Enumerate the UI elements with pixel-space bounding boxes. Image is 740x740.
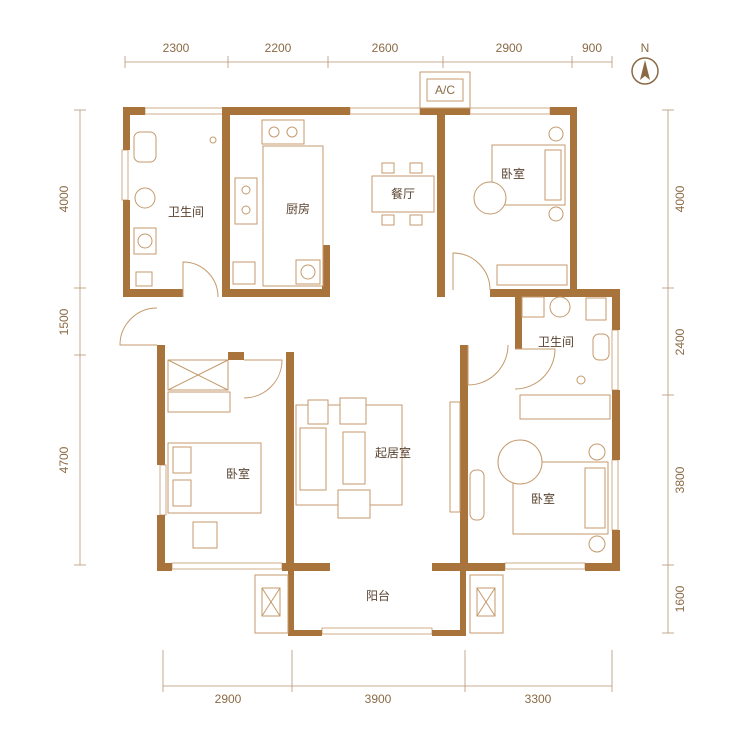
dining-table <box>371 162 435 226</box>
dim-right-2: 2400 <box>673 328 687 355</box>
dim-top-3: 2600 <box>372 41 399 55</box>
dim-left-3: 4700 <box>57 446 71 473</box>
room-label-bathroom-2: 卫生间 <box>538 335 574 349</box>
dim-top-1: 2300 <box>163 41 190 55</box>
compass-label: N <box>641 41 650 55</box>
room-label-kitchen: 厨房 <box>286 201 310 216</box>
balcony-ac-units <box>254 574 504 634</box>
dim-bottom-3: 3300 <box>525 692 552 706</box>
room-label-dining: 餐厅 <box>391 186 415 201</box>
bedroom-ne-furniture <box>473 126 568 286</box>
dim-top-2: 2200 <box>265 41 292 55</box>
doors <box>119 252 556 399</box>
dim-bottom-1: 2900 <box>215 692 242 706</box>
dim-right-3: 3800 <box>673 466 687 493</box>
dim-bottom-2: 3900 <box>365 692 392 706</box>
room-label-balcony: 阳台 <box>366 588 390 603</box>
bathroom-1-fixtures <box>133 131 217 287</box>
kitchen-fixtures <box>232 119 324 287</box>
walls <box>123 107 620 636</box>
dim-left-2: 1500 <box>57 308 71 335</box>
dim-left-1: 4000 <box>57 185 71 212</box>
ac-label: A/C <box>435 83 455 97</box>
dim-top-4: 2900 <box>496 41 523 55</box>
dim-right-1: 4000 <box>673 185 687 212</box>
dim-right-4: 1600 <box>673 585 687 612</box>
room-label-bedroom-ne: 卧室 <box>501 166 525 181</box>
room-label-bedroom-w: 卧室 <box>226 466 250 481</box>
living-room-furniture <box>295 397 461 519</box>
bedroom-se-furniture <box>469 439 609 553</box>
room-label-living: 起居室 <box>375 445 411 460</box>
dimension-lines <box>74 56 674 692</box>
ac-unit-top: A/C <box>419 71 471 109</box>
bedroom-w-furniture <box>167 359 262 549</box>
bathroom-2-fixtures <box>519 296 611 420</box>
room-label-bathroom-1: 卫生间 <box>168 205 204 219</box>
dim-top-5: 900 <box>582 41 602 55</box>
compass-icon: N <box>631 41 659 85</box>
room-label-bedroom-se: 卧室 <box>531 491 555 506</box>
